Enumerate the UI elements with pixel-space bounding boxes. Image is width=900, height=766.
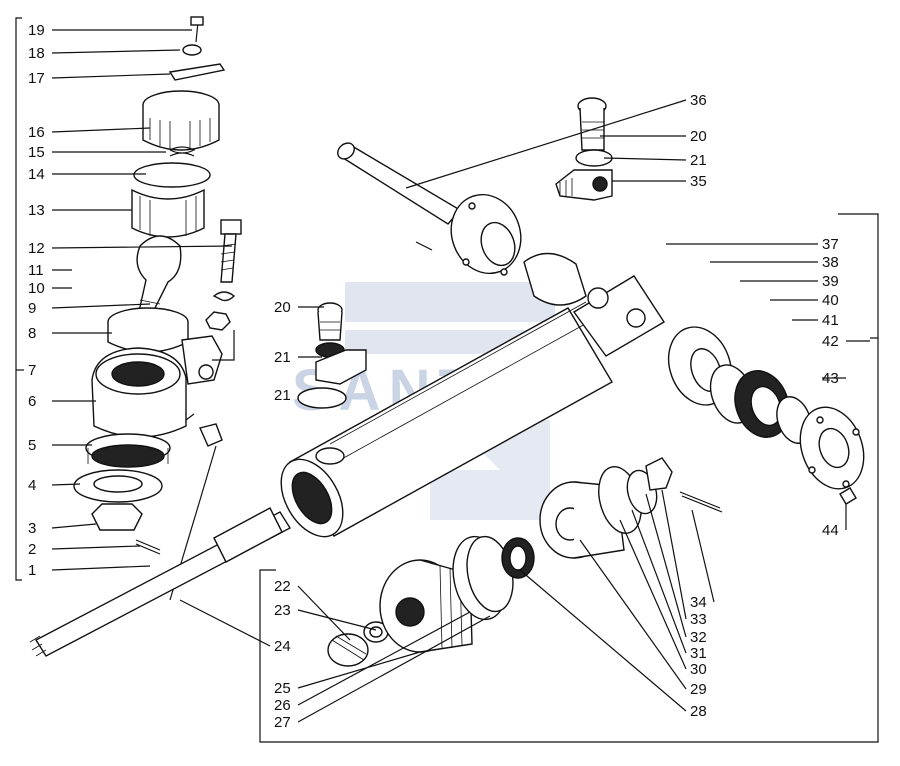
callout-left-10: 10 [28, 280, 45, 297]
callout-left-15: 15 [28, 144, 45, 161]
callout-left-4: 4 [28, 477, 36, 494]
callout-right-41: 41 [822, 312, 839, 329]
leader-line-23 [297, 609, 377, 631]
leader-line-34 [691, 509, 715, 603]
leader-line-33 [661, 489, 687, 620]
callout-left-5: 5 [28, 437, 36, 454]
leader-line-36 [405, 99, 687, 189]
leader-line-24 [179, 599, 271, 647]
callout-left-8: 8 [28, 325, 36, 342]
callout-labels: 1918171615141312111098765432136202135373… [16, 22, 870, 731]
leader-line-2 [51, 545, 141, 550]
callout-right-35: 35 [690, 173, 707, 190]
callout-right-32: 32 [690, 629, 707, 646]
leader-line-1 [51, 565, 151, 571]
callout-right-37: 37 [822, 236, 839, 253]
leader-line-4 [51, 483, 81, 486]
callout-mid-25: 25 [274, 680, 291, 697]
leader-line-12 [51, 245, 233, 249]
callout-right-30: 30 [690, 661, 707, 678]
leader-line-31 [631, 509, 687, 654]
leader-line-30 [619, 519, 687, 670]
group-brackets [15, 17, 879, 743]
callout-right-21: 21 [690, 152, 707, 169]
leader-line-28 [519, 569, 687, 712]
callout-mid-21: 21 [274, 349, 291, 366]
piston-parts [327, 457, 723, 667]
callout-mid-23: 23 [274, 602, 291, 619]
callout-left-19: 19 [28, 22, 45, 39]
callout-mid-21: 21 [274, 387, 291, 404]
callout-mid-26: 26 [274, 697, 291, 714]
callout-right-29: 29 [690, 681, 707, 698]
callout-mid-27: 27 [274, 714, 291, 731]
callout-right-44: 44 [822, 522, 839, 539]
leader-line-17 [51, 73, 171, 79]
callout-left-14: 14 [28, 166, 45, 183]
callout-right-31: 31 [690, 645, 707, 662]
seal-stack [667, 326, 865, 505]
callout-right-36: 36 [690, 92, 707, 109]
callout-right-42: 42 [822, 333, 839, 350]
callout-right-39: 39 [822, 273, 839, 290]
leader-line-18 [51, 49, 181, 54]
callout-right-28: 28 [690, 703, 707, 720]
callout-right-20: 20 [690, 128, 707, 145]
callout-left-2: 2 [28, 541, 36, 558]
callout-left-7: 7 [28, 362, 36, 379]
callout-mid-20: 20 [274, 299, 291, 316]
callout-left-6: 6 [28, 393, 36, 410]
main-cylinder [29, 252, 665, 657]
callout-right-34: 34 [690, 594, 707, 611]
callout-left-9: 9 [28, 300, 36, 317]
callout-left-12: 12 [28, 240, 45, 257]
leader-line-3 [51, 523, 97, 529]
callout-left-1: 1 [28, 562, 36, 579]
left-assembly [73, 16, 242, 601]
leader-line-29 [579, 539, 687, 690]
callout-left-13: 13 [28, 202, 45, 219]
callout-mid-24: 24 [274, 638, 291, 655]
callout-right-33: 33 [690, 611, 707, 628]
leader-line-9 [51, 303, 151, 309]
leader-line-22 [297, 585, 351, 641]
leader-line-32 [645, 493, 687, 638]
callout-left-3: 3 [28, 520, 36, 537]
leader-line-21 [603, 157, 687, 161]
callout-right-40: 40 [822, 292, 839, 309]
callout-left-18: 18 [28, 45, 45, 62]
callout-left-11: 11 [28, 262, 44, 279]
leader-line-16 [51, 127, 151, 133]
leader-line-27 [297, 615, 491, 723]
callout-mid-22: 22 [274, 578, 291, 595]
leader-line-26 [297, 611, 471, 706]
callout-right-38: 38 [822, 254, 839, 271]
callout-left-17: 17 [28, 70, 45, 87]
leader-line-25 [297, 651, 421, 689]
callout-left-16: 16 [28, 124, 45, 141]
